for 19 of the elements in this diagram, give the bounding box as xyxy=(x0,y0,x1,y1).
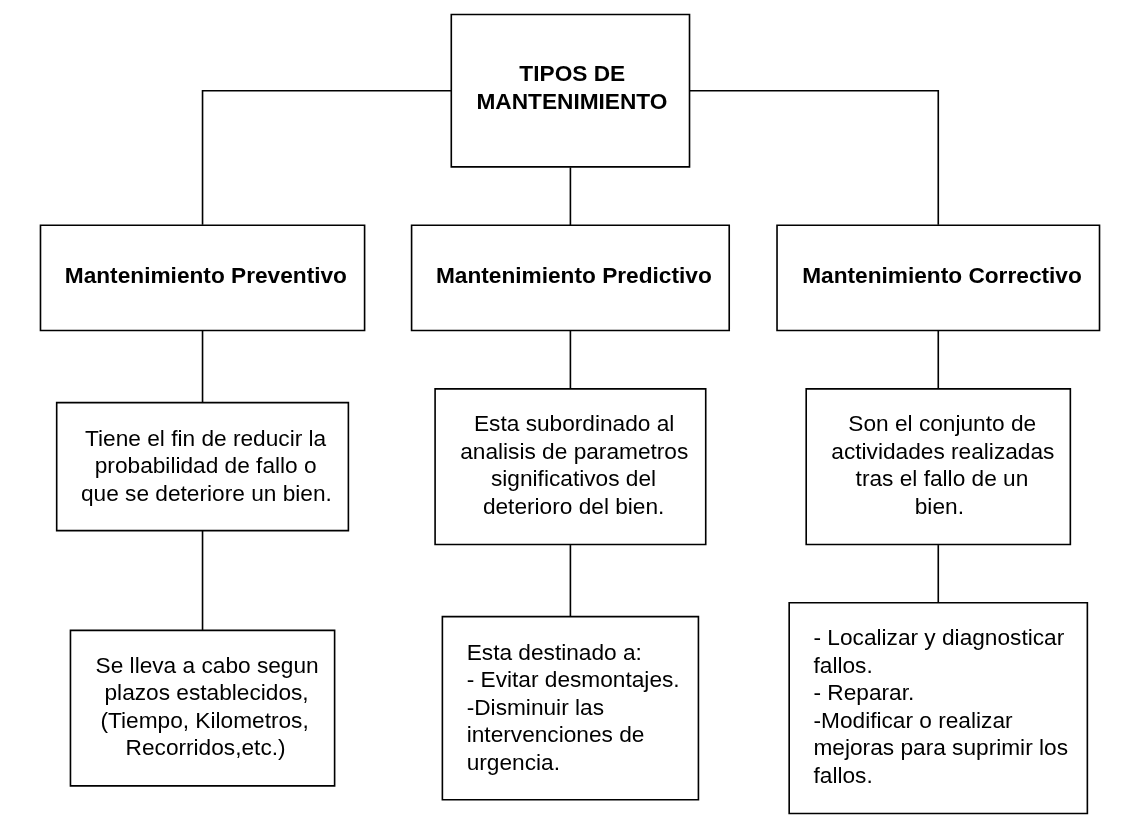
connector xyxy=(937,330,940,390)
connector xyxy=(201,529,204,631)
node-box: TIPOS DE MANTENIMIENTO xyxy=(450,13,691,168)
node-box: Son el conjunto de actividades realizadas tras el fallo de un bien. xyxy=(805,388,1072,546)
connector xyxy=(689,89,940,226)
node-box: Mantenimiento Predictivo xyxy=(410,224,731,332)
node-box: - Localizar y diagnosticar fallos. - Reparar. -Modificar o realizar mejoras para suprimir los fallos. xyxy=(788,602,1089,815)
connector xyxy=(569,166,572,226)
node-box: Se lleva a cabo segun plazos establecidos, (Tiempo, Kilometros, Recorridos,etc.) xyxy=(69,629,336,787)
connector xyxy=(569,544,572,618)
connector xyxy=(201,330,204,404)
connector xyxy=(937,544,940,604)
node-box: Tiene el fin de reducir la probabilidad de fallo o que se deteriore un bien. xyxy=(55,401,350,532)
connector xyxy=(569,330,572,390)
node-box: Esta subordinado al analisis de parametros significativos del deterioro del bien. xyxy=(434,388,707,546)
node-box: Mantenimiento Correctivo xyxy=(776,224,1101,332)
node-box: Mantenimiento Preventivo xyxy=(39,224,366,332)
node-box: Esta destinado a: - Evitar desmontajes. -Disminuir las intervenciones de urgencia. xyxy=(441,615,700,801)
connector xyxy=(201,89,452,226)
